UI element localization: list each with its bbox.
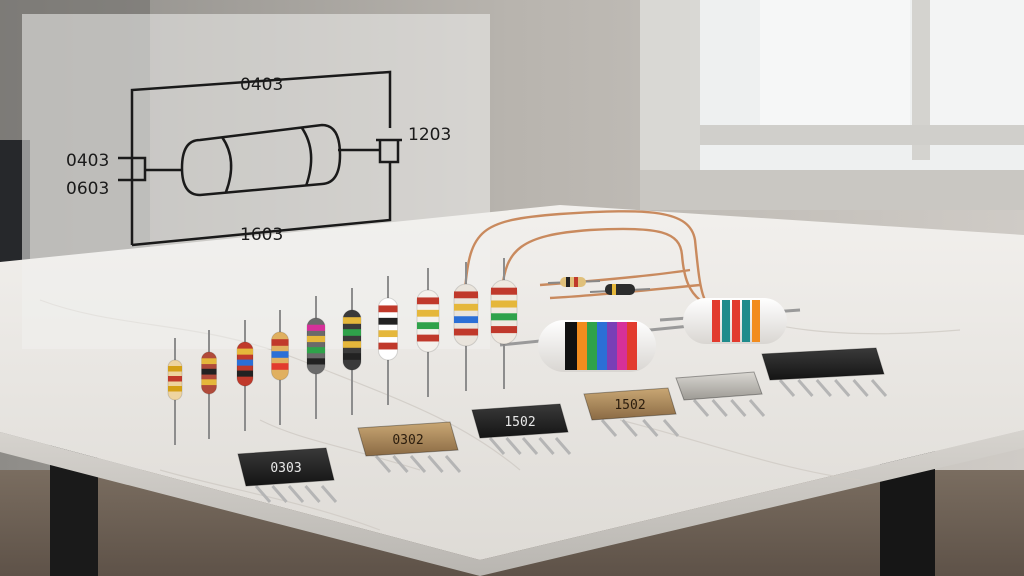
resistor-icon <box>236 320 254 431</box>
resistor-icon <box>167 338 183 445</box>
resistor-schematic <box>118 70 402 247</box>
tabletop-edge <box>0 430 1024 576</box>
ic-chip-icon <box>761 347 888 397</box>
chip-row: 0303 0302 1502 1502 <box>237 347 888 503</box>
resistor-row <box>167 258 518 445</box>
resistor-icon <box>378 276 398 405</box>
large-resistor-icon <box>499 320 701 372</box>
label-bottom: 1603 <box>240 225 283 245</box>
large-resistor-icon-2 <box>659 298 801 344</box>
diagram-panel <box>22 14 490 349</box>
resistor-icon <box>490 258 518 389</box>
ic-chip-icon: 0303 <box>237 447 338 503</box>
label-top: 0403 <box>240 75 283 95</box>
resistor-icon <box>416 268 440 397</box>
chip-marking: 1502 <box>614 398 645 413</box>
resistor-icon <box>453 262 479 391</box>
chip-marking: 0303 <box>270 461 301 476</box>
small-resistor-icon <box>547 277 651 295</box>
window <box>640 0 1024 210</box>
ic-chip-icon <box>675 371 766 417</box>
resistor-icon <box>271 310 289 425</box>
chip-marking: 1502 <box>504 415 535 430</box>
resistor-icon <box>342 288 362 415</box>
ic-chip-icon: 1502 <box>583 387 680 437</box>
ic-chip-icon: 0302 <box>357 421 462 473</box>
resistor-icon <box>201 330 217 439</box>
resistor-icon <box>306 296 326 419</box>
chip-marking: 0302 <box>392 433 423 448</box>
label-left-upper: 0403 <box>66 151 109 171</box>
label-right: 1203 <box>408 125 451 145</box>
label-left-lower: 0603 <box>66 179 109 199</box>
ic-chip-icon: 1502 <box>471 403 572 455</box>
